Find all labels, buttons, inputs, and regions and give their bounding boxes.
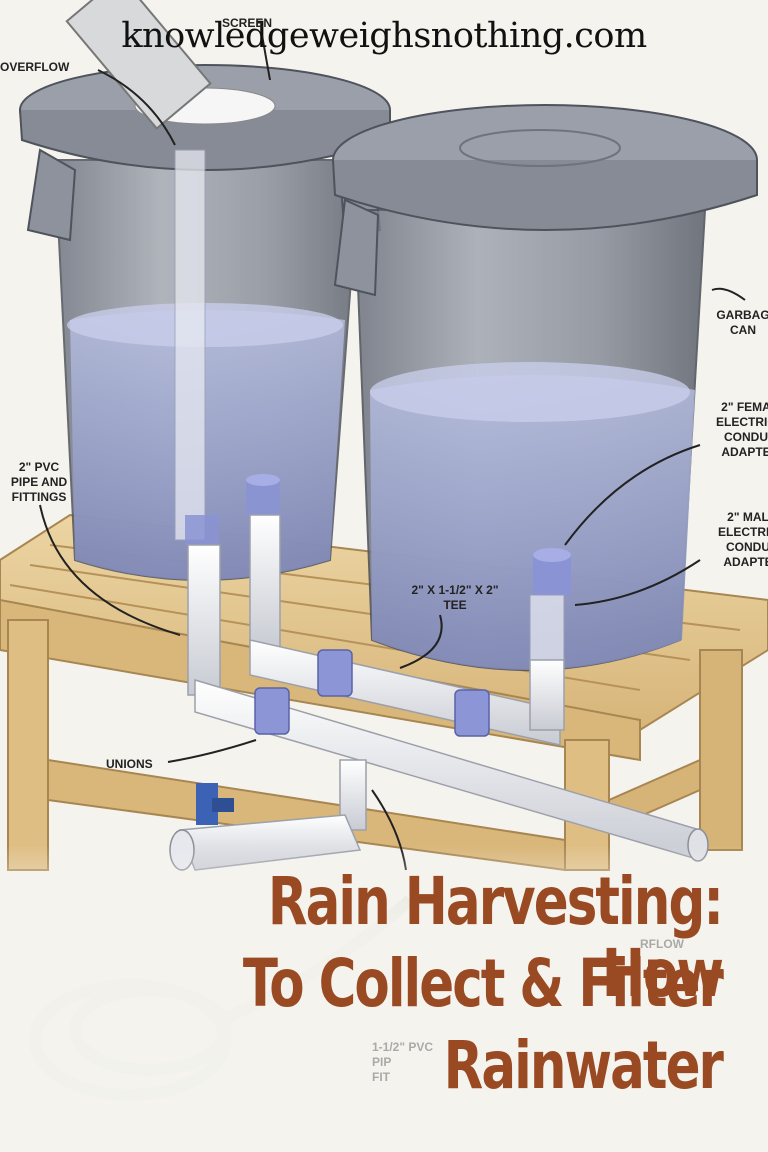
headline-backdrop — [0, 845, 768, 1152]
overflow-label: OVERFLOW — [0, 60, 70, 74]
right-barrel — [332, 104, 758, 706]
screen-label: SCREEN — [222, 16, 273, 30]
pvc-pipe-label: 2" PVC PIPE AND FITTINGS — [10, 460, 68, 504]
overflow-label-faded: RFLOW — [640, 937, 684, 951]
tee-label: 2" x 1-1/2" x 2" TEE — [411, 583, 499, 612]
site-watermark: knowledgeweighsnothing.com — [121, 16, 647, 56]
headline-line-2: To Collect & Filter — [242, 945, 724, 1022]
pvc-small-label-faded: 1-1/2" PVC PIP FIT — [372, 1040, 434, 1084]
leader-arrows — [39, 34, 746, 871]
pvc-plumbing — [169, 514, 709, 871]
headline-line-1: Rain Harvesting: How — [267, 863, 724, 1012]
unions-label: UNIONS — [106, 757, 153, 771]
left-barrel — [19, 0, 391, 581]
garbage-can-label: GARBAG CAN — [716, 308, 768, 337]
headline-line-3: Rainwater — [443, 1027, 724, 1104]
